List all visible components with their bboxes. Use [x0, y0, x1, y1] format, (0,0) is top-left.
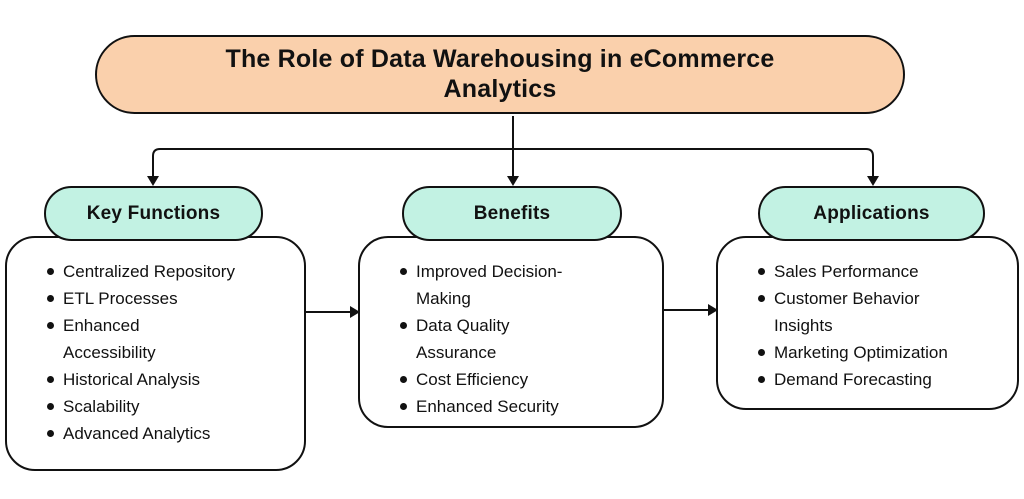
arrowhead-right-1: [350, 306, 360, 318]
header-pill-benefits: Benefits: [402, 186, 622, 241]
list-item: Marketing Optimization: [756, 339, 1011, 366]
list-item: Centralized Repository: [45, 258, 298, 285]
arrowhead-right-2: [708, 304, 718, 316]
header-label: Benefits: [473, 202, 551, 224]
list-item: Enhanced Security: [398, 393, 656, 420]
list-item: ETL Processes: [45, 285, 298, 312]
connector-branch: [152, 148, 874, 180]
list-item: Data Quality Assurance: [398, 312, 656, 366]
list-item: Scalability: [45, 393, 298, 420]
list-item: Advanced Analytics: [45, 420, 298, 447]
list-item: Demand Forecasting: [756, 366, 1011, 393]
header-label: Key Functions: [86, 202, 221, 224]
arrowhead-down-right: [867, 176, 879, 186]
arrowhead-down-center: [507, 176, 519, 186]
list-item: Cost Efficiency: [398, 366, 656, 393]
list-item: Sales Performance: [756, 258, 1011, 285]
header-label: Applications: [813, 202, 930, 224]
arrowhead-down-left: [147, 176, 159, 186]
title-box: The Role of Data Warehousing in eCommerc…: [95, 35, 905, 114]
list-item: Historical Analysis: [45, 366, 298, 393]
title-text: The Role of Data Warehousing in eCommerc…: [225, 45, 775, 103]
header-pill-applications: Applications: [758, 186, 985, 241]
list-item: Customer Behavior Insights: [756, 285, 1011, 339]
list-item: Improved Decision- Making: [398, 258, 656, 312]
header-pill-key-functions: Key Functions: [44, 186, 263, 241]
list-item: Enhanced Accessibility: [45, 312, 298, 366]
